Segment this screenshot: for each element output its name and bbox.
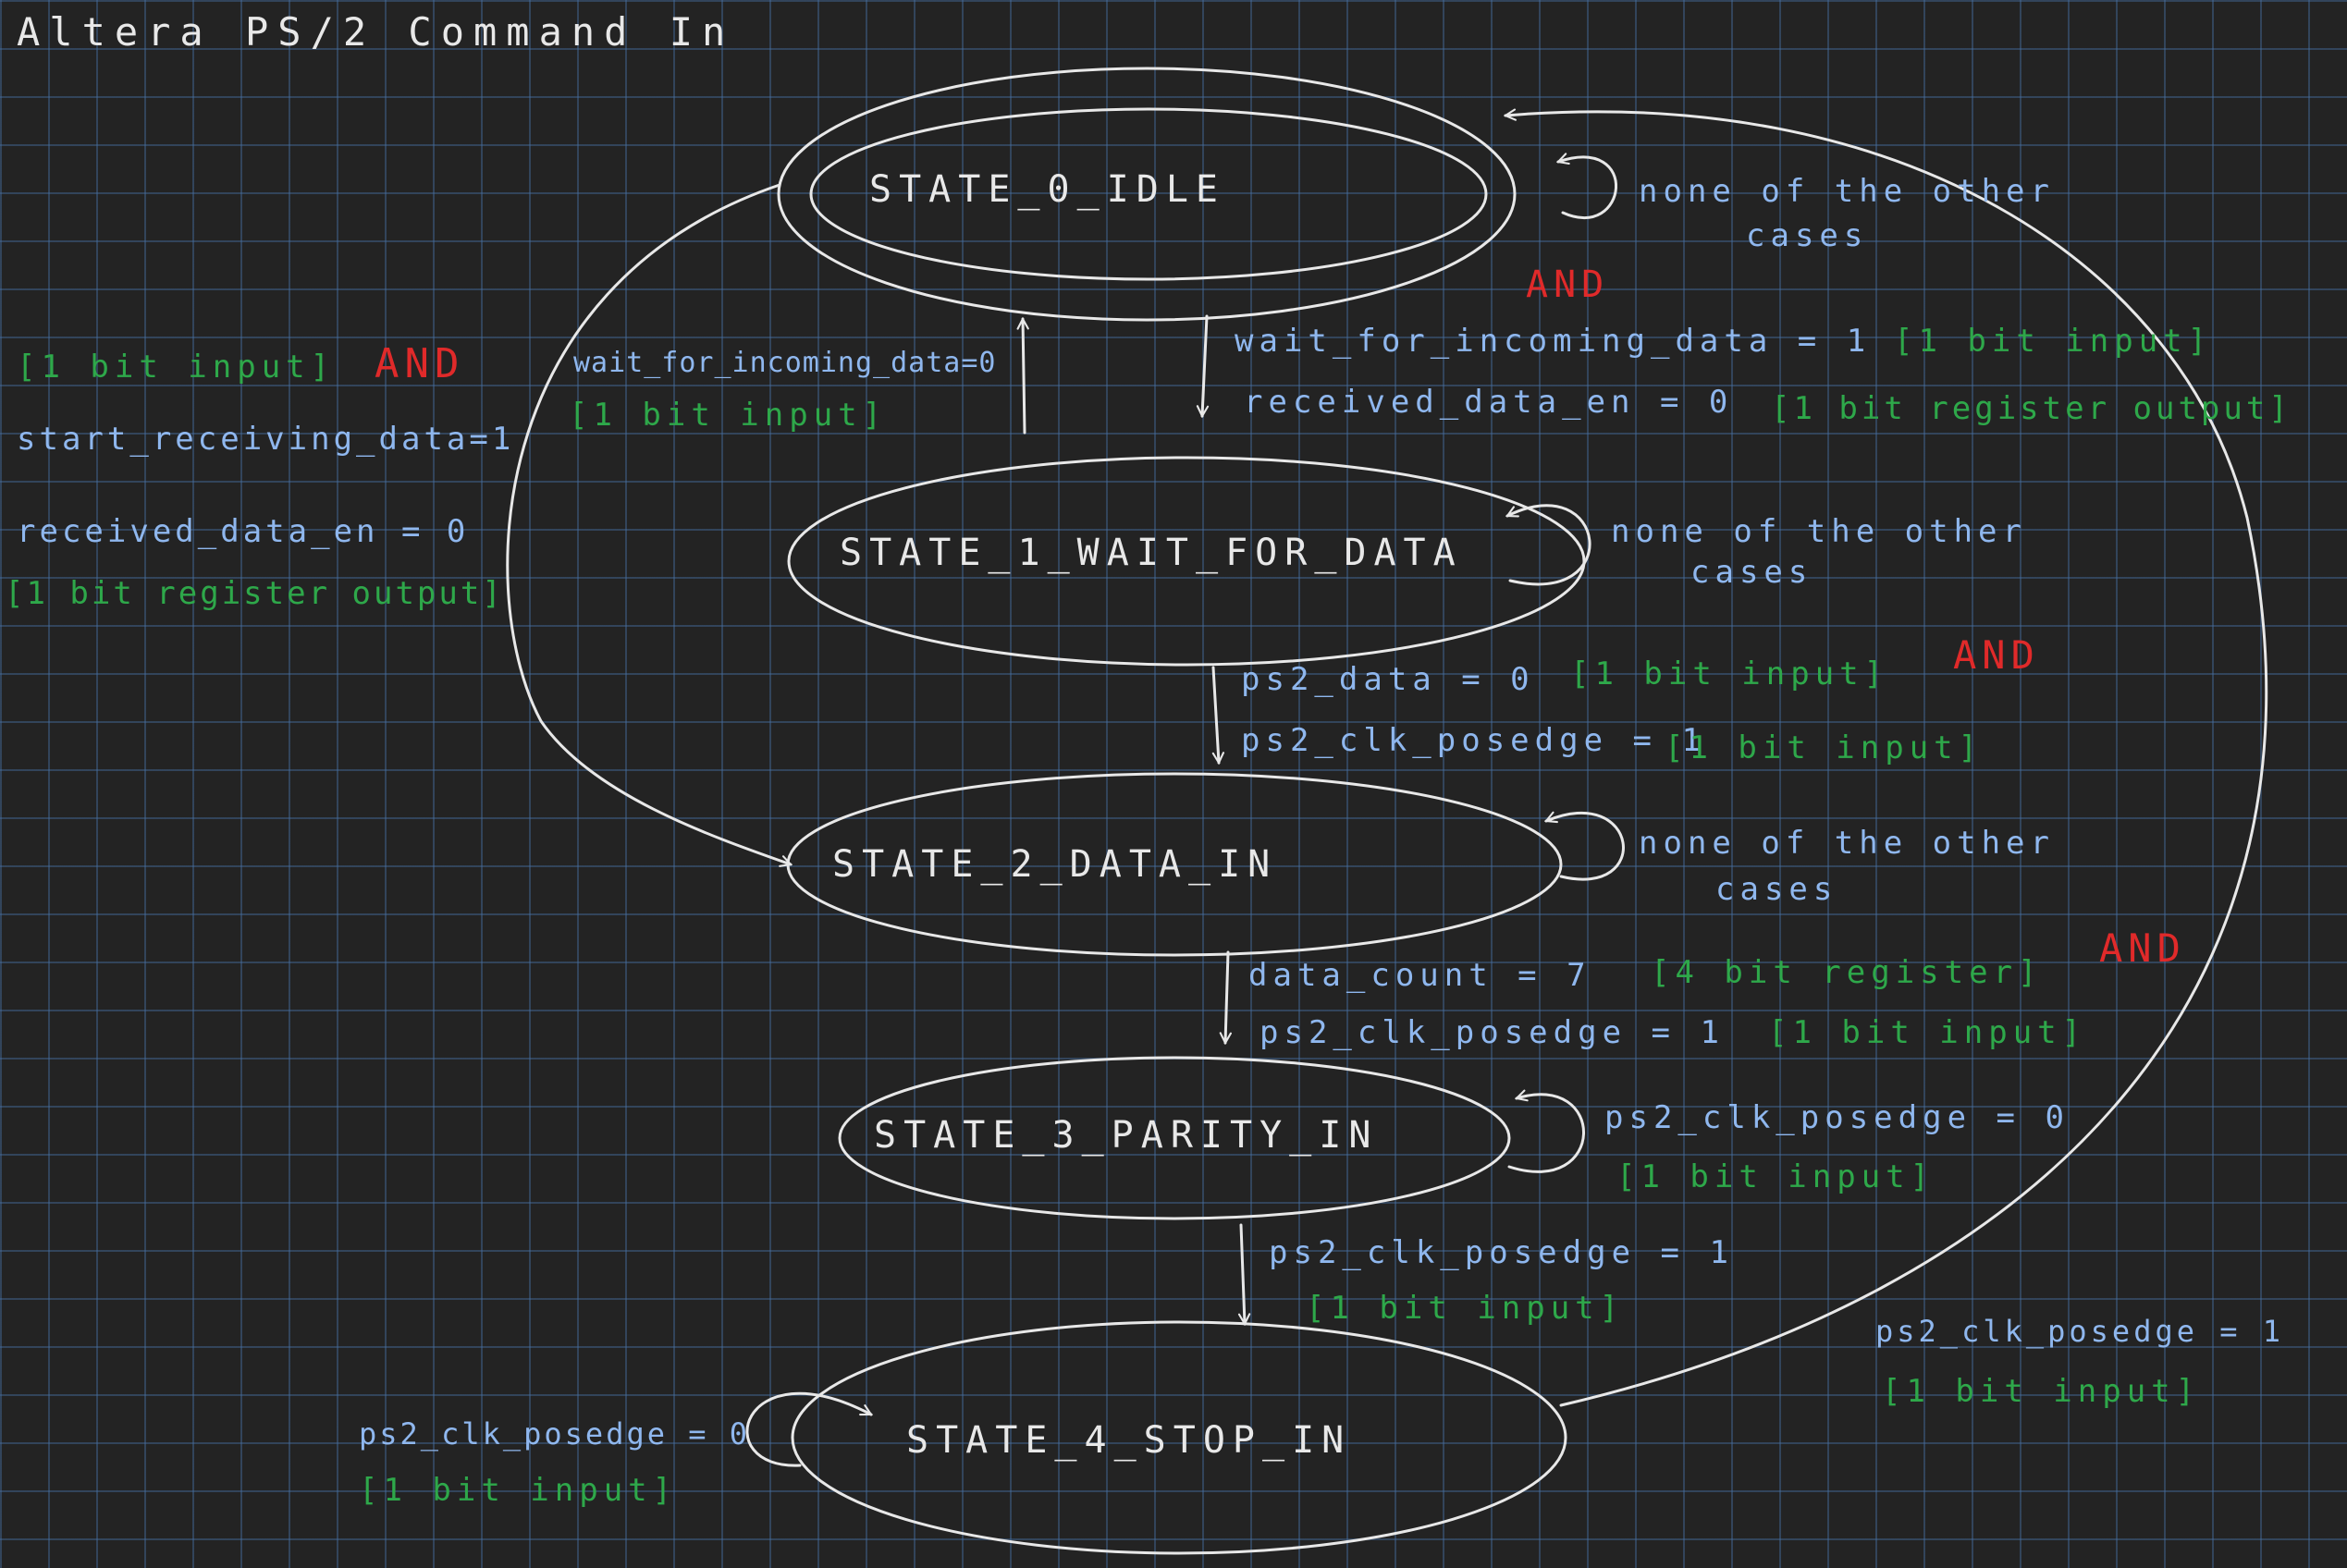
s1-to-s2-type-1: [1 bit input] <box>1570 655 1889 692</box>
s2-to-s3-cond-2: ps2_clk_posedge = 1 <box>1260 1014 1725 1051</box>
state-0-outer-ellipse <box>777 67 1517 322</box>
s0-self-loop-label: none of the other <box>1639 173 2055 210</box>
s1-to-s2-cond-2: ps2_clk_posedge = 1 <box>1241 722 1706 759</box>
arrow-s0-to-s2 <box>506 183 791 864</box>
arrow-s2-to-s3 <box>1225 950 1228 1043</box>
s1-to-s2-and: AND <box>1953 632 2040 678</box>
state-3-label: STATE_3_PARITY_IN <box>874 1114 1379 1157</box>
s2-to-s3-and: AND <box>2099 925 2186 971</box>
s0-to-s2-type-1: [1 bit input] <box>17 349 336 386</box>
s0-self-loop-label-2: cases <box>1746 217 1869 254</box>
s0-to-s2-cond-1: start_receiving_data=1 <box>17 421 515 458</box>
s0-to-s2-cond-2: received_data_en = 0 <box>17 513 470 550</box>
s1-self-loop-label: none of the other <box>1611 513 2027 550</box>
arrow-s1-to-s0 <box>1023 319 1025 435</box>
s0-to-s1-cond-1: wait_for_incoming_data = 1 <box>1235 323 1872 360</box>
s3-self-loop-type: [1 bit input] <box>1616 1158 1935 1195</box>
s4-self-loop-type: [1 bit input] <box>359 1472 678 1509</box>
s2-self-loop-label-2: cases <box>1715 871 1838 908</box>
s0-to-s1-cond-2: received_data_en = 0 <box>1244 384 1734 421</box>
self-loop-s1 <box>1507 504 1591 586</box>
self-loop-s2 <box>1546 813 1625 881</box>
s0-to-s2-and: AND <box>375 340 465 387</box>
state-3-ellipse <box>838 1056 1511 1220</box>
s1-to-s2-cond-1: ps2_data = 0 <box>1241 661 1535 698</box>
s3-self-loop-cond: ps2_clk_posedge = 0 <box>1604 1099 2070 1136</box>
state-4-label: STATE_4_STOP_IN <box>906 1419 1352 1462</box>
s3-to-s4-type: [1 bit input] <box>1306 1290 1625 1327</box>
s4-to-s0-type: [1 bit input] <box>1882 1373 2201 1410</box>
s2-to-s3-type-2: [1 bit input] <box>1768 1014 2087 1051</box>
arrow-s1-to-s2 <box>1211 666 1219 763</box>
s1-to-s2-type-2: [1 bit input] <box>1665 729 1984 766</box>
arrow-s0-to-s1 <box>1202 314 1207 416</box>
state-2-label: STATE_2_DATA_IN <box>832 843 1278 886</box>
state-0-label: STATE_0_IDLE <box>869 168 1225 211</box>
s4-self-loop-cond: ps2_clk_posedge = 0 <box>359 1416 751 1452</box>
s1-to-s0-cond: wait_for_incoming_data=0 <box>573 347 997 379</box>
state-4-ellipse <box>791 1320 1567 1555</box>
s3-to-s4-cond: ps2_clk_posedge = 1 <box>1269 1234 1734 1271</box>
self-loop-s0 <box>1558 157 1617 220</box>
s1-to-s0-type: [1 bit input] <box>569 397 888 434</box>
self-loop-s3 <box>1507 1095 1585 1173</box>
s0-to-s1-cond-1-type: [1 bit input] <box>1894 323 2213 360</box>
arrow-s3-to-s4 <box>1241 1223 1245 1324</box>
state-1-label: STATE_1_WAIT_FOR_DATA <box>840 532 1463 574</box>
diagram-title: Altera PS/2 Command In <box>17 9 735 55</box>
s2-to-s3-type-1: [4 bit register] <box>1651 954 2043 991</box>
s0-to-s1-and: AND <box>1526 263 1610 306</box>
s2-to-s3-cond-1: data_count = 7 <box>1248 957 1591 994</box>
state-0-inner-ellipse <box>809 107 1488 281</box>
s1-self-loop-label-2: cases <box>1690 554 1813 591</box>
s0-to-s1-cond-2-type: [1 bit register output] <box>1771 390 2292 427</box>
s0-to-s2-type-2: [1 bit register output] <box>5 575 504 612</box>
s4-to-s0-cond: ps2_clk_posedge = 1 <box>1875 1314 2285 1349</box>
arrow-s4-to-s0 <box>1505 112 2268 1407</box>
self-loop-s4 <box>745 1391 871 1467</box>
s2-self-loop-label: none of the other <box>1639 825 2055 862</box>
